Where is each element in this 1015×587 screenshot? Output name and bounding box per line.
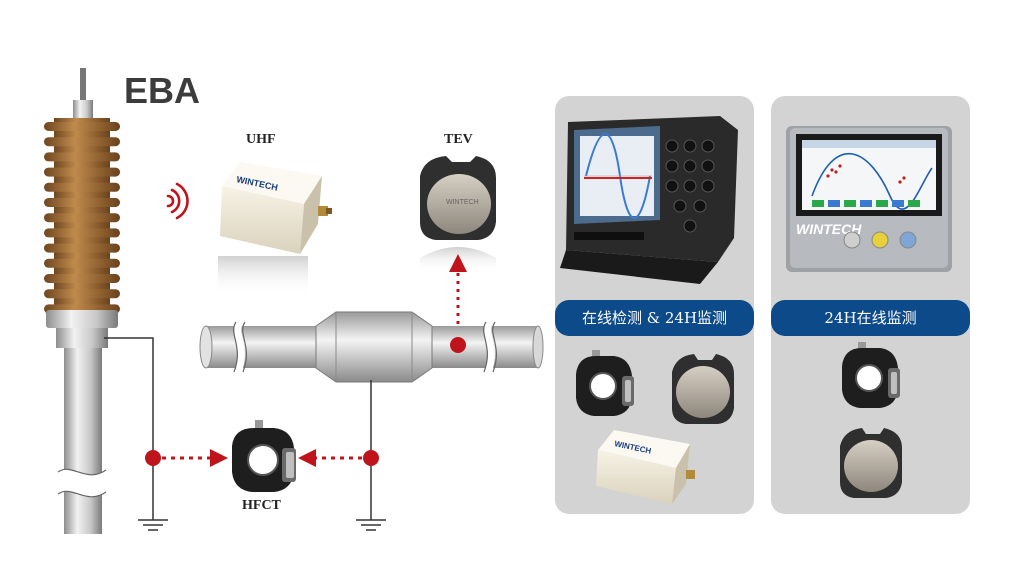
- oscilloscope-knob: [701, 139, 715, 153]
- panel1-banner-text: 在线检测 & 24H监测: [581, 309, 728, 327]
- uhf-sensor: WINTECH: [218, 162, 332, 296]
- oscilloscope-knob: [665, 139, 679, 153]
- bushing-fin: [44, 213, 120, 223]
- hfct-arrow-right: [298, 449, 362, 467]
- bushing-fin: [44, 198, 120, 207]
- oscilloscope-knob: [683, 159, 697, 173]
- oscilloscope-knob: [665, 159, 679, 173]
- bushing-fin: [44, 137, 120, 147]
- bushing-fin: [44, 167, 120, 177]
- panel1-banner: 在线检测 & 24H监测: [555, 300, 754, 336]
- tev-sensor: WINTECH: [420, 156, 496, 272]
- tev-point: [450, 337, 466, 353]
- bushing-fin: [44, 243, 120, 253]
- hfct-sensor: [232, 420, 296, 492]
- bushing-fin: [44, 258, 120, 268]
- panel1-uhf: WINTECH: [596, 430, 695, 504]
- monitor-device: WINTECH: [786, 126, 952, 272]
- ground-symbol-right: [356, 519, 386, 531]
- uhf-label: UHF: [246, 132, 276, 147]
- bushing-fin: [44, 182, 120, 192]
- panel2-hfct: [842, 342, 900, 408]
- bushing-fin: [44, 289, 120, 299]
- hfct-point-left: [145, 450, 161, 466]
- bushing-fin: [44, 152, 120, 162]
- diagram-title: EBA: [124, 70, 201, 111]
- oscilloscope-knob: [701, 179, 715, 193]
- tev-arrow: [449, 254, 467, 340]
- hfct-arrow-left: [162, 449, 228, 467]
- screen-button: [828, 200, 840, 207]
- oscilloscope-knob: [683, 179, 697, 193]
- hfct-point-right: [363, 450, 379, 466]
- ground-symbol-left: [138, 519, 168, 531]
- bushing-fin: [44, 122, 120, 131]
- tev-label: TEV: [444, 132, 473, 147]
- oscilloscope-knob: [701, 159, 715, 173]
- panel1-tev: [672, 354, 734, 424]
- oscilloscope-knob: [665, 179, 679, 193]
- panel2-banner-text: 24H在线监测: [824, 309, 917, 327]
- hfct-label: HFCT: [242, 498, 281, 513]
- oscilloscope-knob: [683, 219, 697, 233]
- bushing-fin: [44, 228, 120, 238]
- screen-button: [844, 200, 856, 207]
- screen-button: [876, 200, 888, 207]
- bushing-fin: [44, 274, 120, 283]
- screen-button: [812, 200, 824, 207]
- panel2-tev: [840, 428, 902, 498]
- screen-button: [860, 200, 872, 207]
- oscilloscope-knob: [683, 139, 697, 153]
- oscilloscope-device: [560, 116, 738, 284]
- svg-text:WINTECH: WINTECH: [446, 199, 479, 206]
- panel2-banner: 24H在线监测: [771, 300, 970, 336]
- screen-button: [908, 200, 920, 207]
- bushing: [44, 68, 120, 534]
- screen-button: [892, 200, 904, 207]
- ground-wire-left: [104, 337, 154, 520]
- radio-wave-icon: [166, 182, 189, 220]
- panel1-hfct: [576, 350, 634, 416]
- svg-text:WINTECH: WINTECH: [796, 221, 862, 237]
- oscilloscope-knob: [693, 199, 707, 213]
- oscilloscope-knob: [673, 199, 687, 213]
- gis-pipe: [199, 311, 544, 383]
